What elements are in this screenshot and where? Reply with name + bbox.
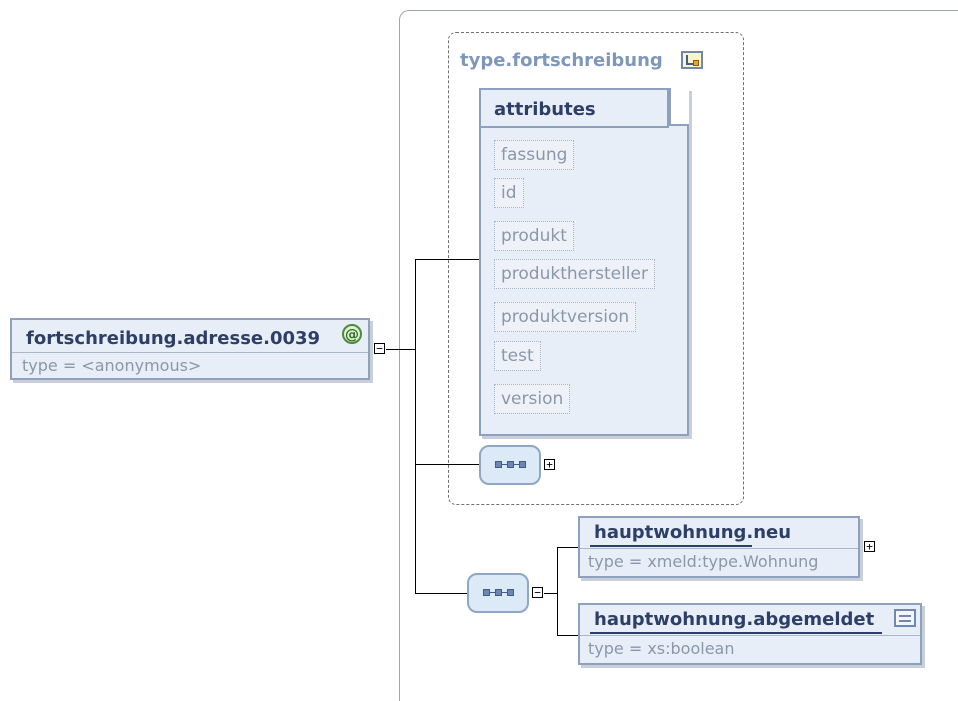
collapse-root-toggle[interactable]: − [374,343,385,354]
attributes-header-tab [669,88,689,126]
attribute-item[interactable]: id [494,178,524,208]
connector-line [415,593,467,594]
type-container-frame [399,10,958,701]
element-hauptwohnung-neu[interactable]: hauptwohnung.neu type = xmeld:type.Wohnu… [578,516,860,578]
element-name-underline [590,632,882,634]
connector-line [415,464,479,465]
complex-type-name: type.fortschreibung [460,50,663,71]
element-name: hauptwohnung.neu [594,522,792,543]
sequence-compositor[interactable] [479,445,541,485]
attributes-icon: @ [342,324,362,344]
connector-line [544,593,558,594]
expand-sequence-toggle[interactable]: + [544,459,555,470]
root-element-name: fortschreibung.adresse.0039 [26,328,321,349]
attributes-header [479,88,669,128]
complex-type-frame [448,32,744,505]
root-element-type: type = <anonymous> [22,356,202,375]
attribute-item[interactable]: produkthersteller [494,259,655,289]
connector-line [557,547,578,548]
attribute-item[interactable]: fassung [494,140,575,170]
element-name-underline [590,545,752,547]
connector-line [557,547,558,636]
divider [12,352,368,353]
documentation-icon [894,609,916,627]
element-type: type = xmeld:type.Wohnung [588,552,819,571]
attributes-title: attributes [494,99,596,120]
element-hauptwohnung-abgemeldet[interactable]: hauptwohnung.abgemeldet type = xs:boolea… [578,603,922,665]
connector-line [557,635,578,636]
connector-line [415,259,416,594]
divider [580,548,858,549]
root-element-box[interactable]: fortschreibung.adresse.0039 @ type = <an… [10,318,370,380]
element-type: type = xs:boolean [588,639,735,658]
attribute-item[interactable]: version [494,384,571,414]
attribute-item[interactable]: test [494,341,541,371]
attribute-item[interactable]: produkt [494,221,574,251]
collapse-sequence-toggle[interactable]: − [532,587,543,598]
divider [580,635,920,636]
expand-element-toggle[interactable]: + [864,541,875,552]
attribute-item[interactable]: produktversion [494,302,637,332]
connector-line [415,259,479,260]
element-name: hauptwohnung.abgemeldet [594,609,875,630]
complex-type-icon [681,51,703,69]
sequence-compositor[interactable] [467,573,529,613]
connector-line [386,349,416,350]
